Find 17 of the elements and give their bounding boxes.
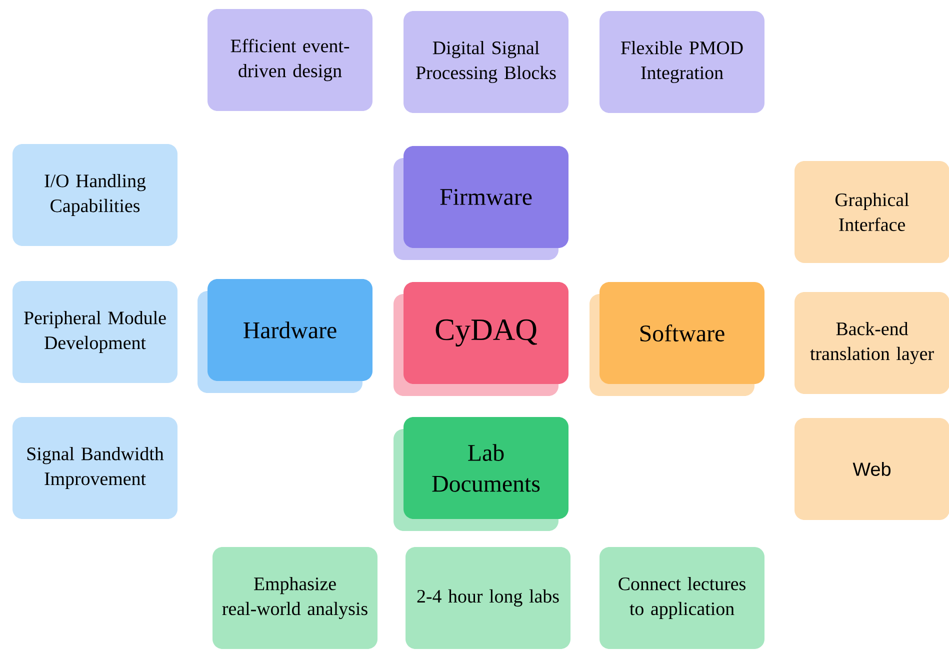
category-box: Hardware xyxy=(198,279,372,393)
topic-box: Graphical Interface xyxy=(794,161,949,263)
category-box: CyDAQ xyxy=(394,282,568,396)
topic-box: Back-end translation layer xyxy=(794,292,949,394)
topic-box: Emphasize real-world analysis xyxy=(212,547,378,649)
topic-box: 2-4 hour long labs xyxy=(406,547,570,649)
topic-box: Connect lectures to application xyxy=(600,547,764,649)
topic-box: Digital Signal Processing Blocks xyxy=(404,11,568,113)
topic-box: Signal Bandwidth Improvement xyxy=(12,417,178,519)
category-box: Lab Documents xyxy=(394,417,568,531)
topic-box: Peripheral Module Development xyxy=(12,281,178,383)
topic-box: Web xyxy=(794,418,949,520)
category-box: Firmware xyxy=(394,146,568,260)
category-box: Software xyxy=(590,282,764,396)
topic-box: Efficient event-driven design xyxy=(208,9,372,111)
topic-box: Flexible PMOD Integration xyxy=(600,11,764,113)
topic-box: I/O Handling Capabilities xyxy=(12,144,178,246)
